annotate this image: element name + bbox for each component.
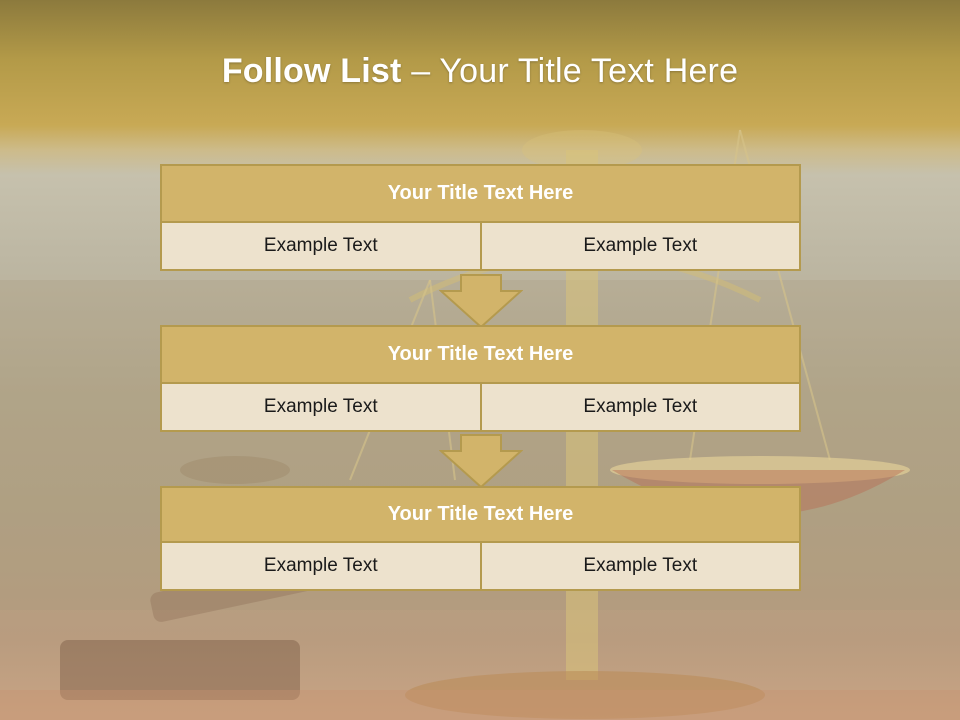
- block-cell-left: Example Text: [162, 543, 480, 589]
- block-cell-right: Example Text: [479, 384, 799, 430]
- block-title: Your Title Text Here: [162, 166, 799, 223]
- block-cell-right: Example Text: [479, 543, 799, 589]
- block-row: Example Text Example Text: [162, 223, 799, 269]
- follow-block-1: Your Title Text Here Example Text Exampl…: [160, 164, 801, 271]
- follow-block-2: Your Title Text Here Example Text Exampl…: [160, 325, 801, 432]
- block-cell-right: Example Text: [479, 223, 799, 269]
- block-title: Your Title Text Here: [162, 327, 799, 384]
- block-cell-left: Example Text: [162, 223, 480, 269]
- slide-title: Follow List – Your Title Text Here: [0, 52, 960, 91]
- block-row: Example Text Example Text: [162, 543, 799, 589]
- down-arrow-icon: [439, 434, 523, 488]
- slide-title-rest: – Your Title Text Here: [411, 52, 739, 90]
- follow-block-3: Your Title Text Here Example Text Exampl…: [160, 486, 801, 591]
- block-cell-left: Example Text: [162, 384, 480, 430]
- block-title: Your Title Text Here: [162, 488, 799, 543]
- down-arrow-icon: [439, 274, 523, 328]
- slide-title-bold: Follow List: [221, 52, 402, 90]
- block-row: Example Text Example Text: [162, 384, 799, 430]
